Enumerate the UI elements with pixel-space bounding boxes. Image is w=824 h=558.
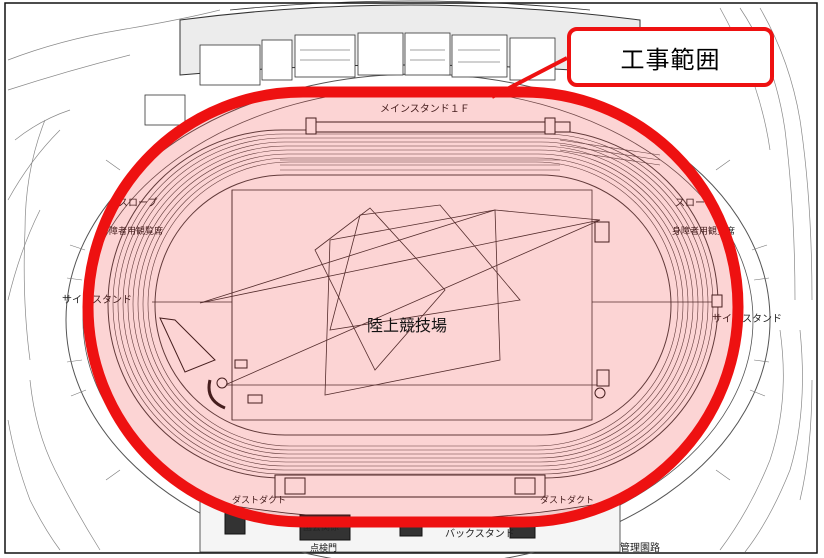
callout-label: 工事範囲	[620, 45, 721, 74]
main-stand-building	[144, 0, 641, 126]
dust-duct-right-label: ダストダクト	[540, 494, 594, 506]
construction-area-callout: 工事範囲	[567, 27, 774, 87]
field	[152, 189, 718, 421]
main-stand-label: メインスタンド１Ｆ	[380, 103, 470, 115]
management-road-label: 管理園路	[620, 541, 660, 554]
finish-line-structures	[274, 117, 571, 498]
field-label: 陸上競技場	[367, 316, 447, 335]
landscape-lines-left	[7, 9, 221, 551]
bottom-gate-label: 点検門	[310, 542, 337, 554]
slope-left-label: スロープ	[118, 197, 157, 209]
side-stand-left-label: サイドスタンド	[62, 294, 132, 306]
seating-ticks	[66, 159, 770, 481]
dust-duct-left-label: ダストダクト	[232, 494, 286, 506]
back-stand-label: バックスタンド	[445, 528, 515, 540]
construction-area-highlight	[82, 86, 744, 528]
callout-pointer	[491, 56, 568, 99]
disabled-seats-left-label: 身障者用観覧席	[100, 225, 163, 237]
field-equipment	[159, 221, 723, 410]
straight-lanes	[280, 139, 661, 171]
side-stand-right-label: サイドスタンド	[712, 313, 782, 325]
